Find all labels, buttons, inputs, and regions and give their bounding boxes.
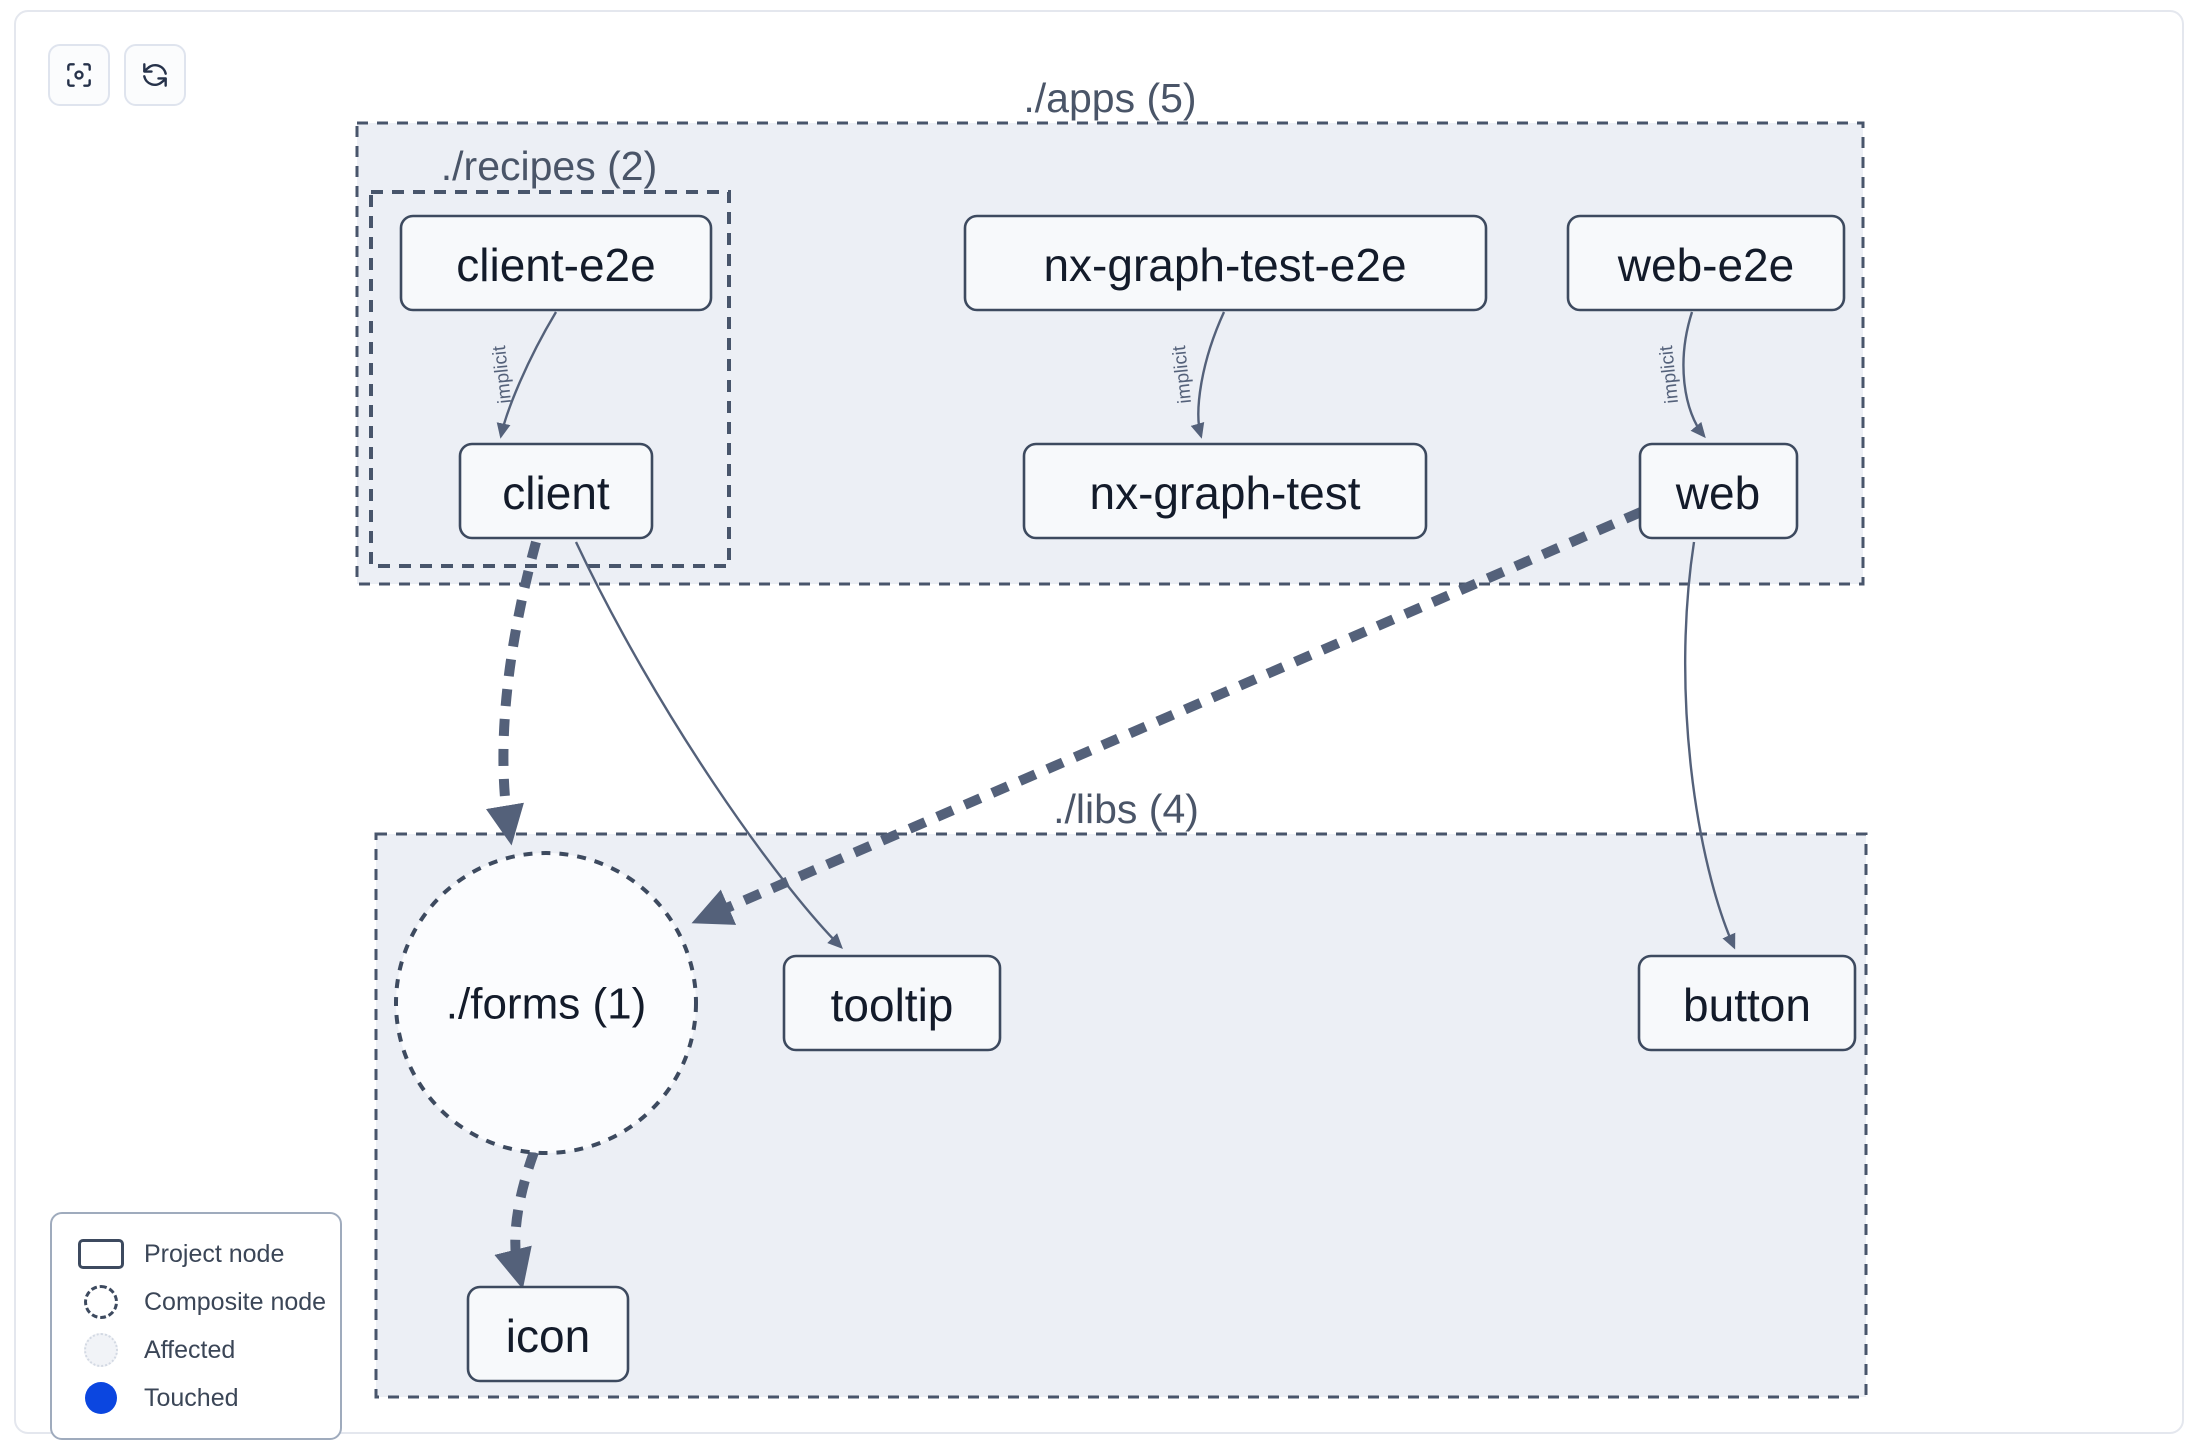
graph-toolbar [48, 44, 186, 106]
node-icon[interactable]: icon [466, 1285, 630, 1383]
node-nx-graph-test-e2e-label: nx-graph-test-e2e [1043, 239, 1406, 291]
node-client-e2e-label: client-e2e [456, 239, 655, 291]
node-client-rect[interactable] [458, 442, 654, 540]
node-tooltip-rect[interactable] [782, 954, 1002, 1052]
edge-forms-to-icon[interactable] [494, 1150, 539, 1290]
legend-touched: Touched [70, 1374, 324, 1422]
focus-graph-button[interactable] [48, 44, 110, 106]
legend-touched-label: Touched [144, 1383, 239, 1412]
legend-affected-label: Affected [144, 1335, 236, 1364]
node-button-rect[interactable] [1637, 954, 1857, 1052]
node-tooltip[interactable]: tooltip [782, 954, 1002, 1052]
touched-swatch [70, 1382, 132, 1414]
group-recipes-label: ./recipes (2) [441, 143, 657, 189]
edge-web-to-forms[interactable] [691, 507, 1643, 925]
node-icon-label: icon [506, 1310, 590, 1362]
refresh-icon [139, 59, 171, 91]
node-button[interactable]: button [1637, 954, 1857, 1052]
edge-client-to-forms[interactable] [485, 540, 541, 846]
graph-panel: ./apps (5) ./recipes (2) ./libs (4) impl… [14, 10, 2184, 1440]
legend-composite-node-label: Composite node [144, 1287, 327, 1316]
node-nx-graph-test-e2e[interactable]: nx-graph-test-e2e [963, 214, 1488, 312]
node-nx-graph-test-label: nx-graph-test [1089, 467, 1360, 519]
node-forms-circle[interactable] [394, 851, 698, 1155]
node-client-label: client [502, 467, 610, 519]
group-libs-label: ./libs (4) [1053, 786, 1199, 832]
refresh-graph-button[interactable] [124, 44, 186, 106]
node-web-label: web [1675, 467, 1760, 519]
project-node-swatch [70, 1239, 132, 1269]
node-client[interactable]: client [458, 442, 654, 540]
focus-icon [63, 59, 95, 91]
edge-client-to-tooltip[interactable] [574, 541, 843, 949]
node-web-rect[interactable] [1638, 442, 1799, 540]
node-client-e2e-rect[interactable] [399, 214, 713, 312]
node-forms[interactable]: ./forms (1) [394, 851, 698, 1155]
composite-node-swatch [70, 1285, 132, 1319]
affected-swatch [70, 1333, 132, 1367]
node-forms-label: ./forms (1) [446, 980, 646, 1029]
node-client-e2e[interactable]: client-e2e [399, 214, 713, 312]
graph-legend: Project node Composite node Affected Tou… [50, 1212, 342, 1440]
node-icon-rect[interactable] [466, 1285, 630, 1383]
legend-composite-node: Composite node [70, 1278, 327, 1326]
legend-project-node: Project node [70, 1230, 324, 1278]
node-nx-graph-test[interactable]: nx-graph-test [1022, 442, 1428, 540]
node-web-e2e-label: web-e2e [1617, 239, 1794, 291]
node-nx-graph-test-e2e-rect[interactable] [963, 214, 1488, 312]
legend-project-node-label: Project node [144, 1239, 285, 1268]
project-graph[interactable]: ./apps (5) ./recipes (2) ./libs (4) impl… [16, 12, 2200, 1446]
legend-affected: Affected [70, 1326, 324, 1374]
node-web-e2e-rect[interactable] [1566, 214, 1846, 312]
edge-web-to-button[interactable] [1684, 541, 1736, 950]
group-apps-label: ./apps (5) [1023, 75, 1196, 121]
node-nx-graph-test-rect[interactable] [1022, 442, 1428, 540]
node-button-label: button [1683, 979, 1811, 1031]
node-web[interactable]: web [1638, 442, 1799, 540]
node-web-e2e[interactable]: web-e2e [1566, 214, 1846, 312]
node-tooltip-label: tooltip [831, 979, 954, 1031]
